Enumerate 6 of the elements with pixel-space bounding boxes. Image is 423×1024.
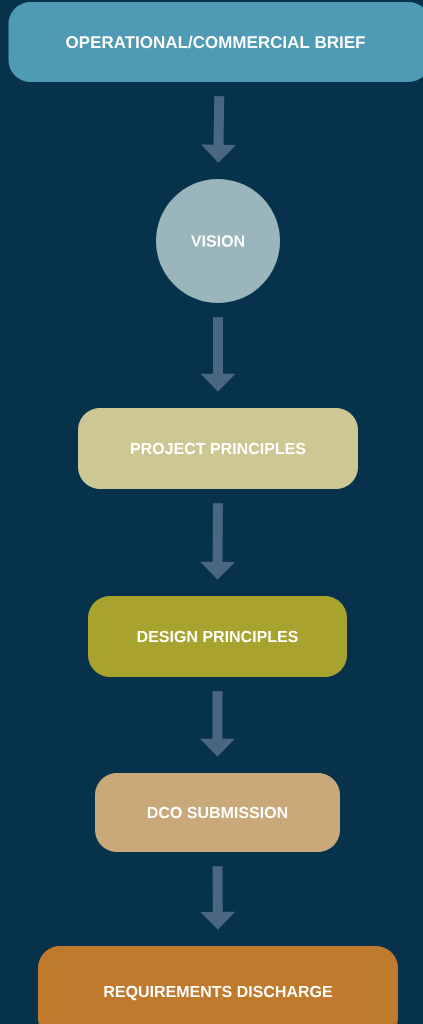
process-box: PROJECT PRINCIPLES xyxy=(78,408,358,489)
circle-node: VISION xyxy=(156,179,280,303)
process-box: DCO SUBMISSION xyxy=(95,773,340,852)
process-box: OPERATIONAL/COMMERCIAL BRIEF xyxy=(8,2,423,82)
process-box: REQUIREMENTS DISCHARGE xyxy=(38,946,398,1024)
process-box: DESIGN PRINCIPLES xyxy=(88,596,347,677)
